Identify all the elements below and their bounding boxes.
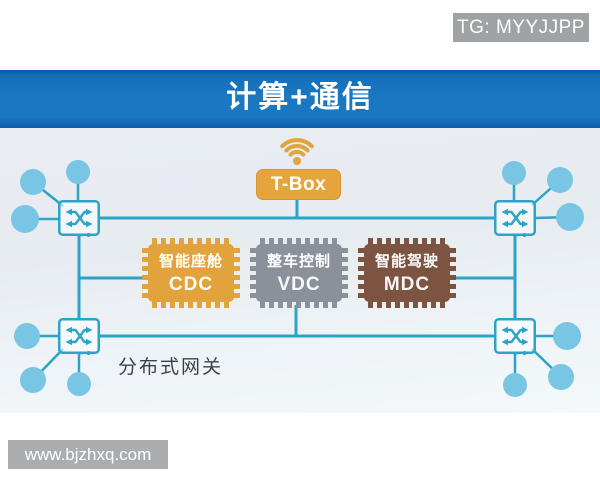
node-circle <box>66 160 90 184</box>
switch-icon <box>58 200 100 239</box>
tbox-module: T-Box <box>256 169 341 200</box>
chip-cdc: 智能座舱 CDC <box>142 238 240 308</box>
chip-pins <box>233 248 240 298</box>
diagram-connections <box>11 138 584 397</box>
chip-pins <box>152 301 230 308</box>
node-circle <box>553 322 581 350</box>
chip-pins <box>152 238 230 245</box>
network-diagram: T-Box 智能座舱 CDC 整车控制 VDC <box>0 128 600 413</box>
node-circle <box>503 373 527 397</box>
gateway-switch-bottom-right <box>494 318 581 397</box>
chip-name: 智能座舱 <box>158 253 223 270</box>
chip-body: 智能座舱 CDC <box>148 244 234 302</box>
chip-pins <box>260 238 338 245</box>
node-circle <box>547 167 573 193</box>
chip-vdc: 整车控制 VDC <box>250 238 348 308</box>
chip-code: VDC <box>277 274 321 295</box>
site-watermark: www.bjzhxq.com <box>8 440 168 469</box>
node-circle <box>20 169 46 195</box>
switch-icon <box>58 318 100 357</box>
chip-pins <box>358 248 365 298</box>
gateway-switch-bottom-left <box>14 318 100 396</box>
header-banner: 计算+通信 <box>0 70 600 128</box>
node-circle <box>14 323 40 349</box>
backbone-lines <box>77 198 517 338</box>
chip-code: CDC <box>168 274 214 295</box>
chip-pins <box>368 301 446 308</box>
switch-icon <box>494 318 536 357</box>
chip-pins <box>250 248 257 298</box>
chip-body: 智能驾驶 MDC <box>364 244 450 302</box>
switch-icon <box>494 200 536 239</box>
tag-watermark-badge: TG: MYYJJPP <box>453 13 589 42</box>
node-circle <box>556 203 584 231</box>
chip-name: 整车控制 <box>266 253 331 270</box>
gateway-switch-top-left <box>11 160 100 239</box>
tbox-label: T-Box <box>270 173 327 195</box>
chip-pins <box>142 248 149 298</box>
node-circle <box>20 367 46 393</box>
chip-pins <box>341 248 348 298</box>
chip-pins <box>449 248 456 298</box>
node-circle <box>11 205 39 233</box>
node-circle <box>67 372 91 396</box>
chip-pins <box>260 301 338 308</box>
node-circle <box>502 161 526 185</box>
gateway-switch-top-right <box>494 161 584 239</box>
distributed-gateway-label: 分布式网关 <box>118 357 224 378</box>
chip-body: 整车控制 VDC <box>256 244 342 302</box>
chip-code: MDC <box>383 274 431 295</box>
chip-mdc: 智能驾驶 MDC <box>358 238 456 308</box>
node-circle <box>548 364 574 390</box>
page-title: 计算+通信 <box>226 81 374 114</box>
wifi-icon <box>280 138 314 165</box>
chip-pins <box>368 238 446 245</box>
chip-name: 智能驾驶 <box>374 253 439 270</box>
